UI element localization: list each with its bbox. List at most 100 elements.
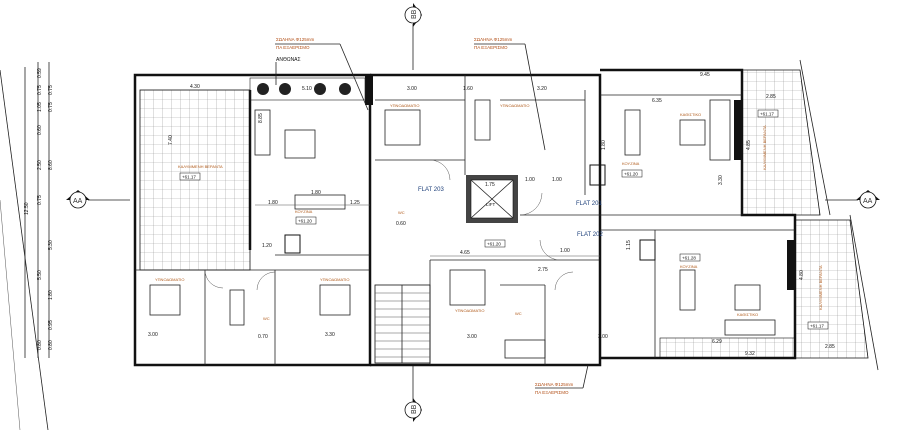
dim: 3.00 bbox=[467, 334, 477, 340]
dim: 0.70 bbox=[258, 334, 268, 340]
flat-202-label: FLAT 202 bbox=[577, 232, 603, 238]
note-text: ΣΩΛΗΝΑ Φ125mm bbox=[276, 37, 315, 42]
dim: 1.20 bbox=[262, 243, 272, 249]
dim: 1.80 bbox=[48, 290, 54, 300]
section-label: AA bbox=[863, 198, 873, 205]
dim: 6.29 bbox=[712, 339, 722, 345]
room-label-bedroom: ΥΠΝΟΔΩΜΑΤΙΟ bbox=[320, 277, 350, 282]
covered-veranda-right-bottom bbox=[794, 219, 869, 359]
level-tag: +61.20 bbox=[624, 172, 638, 177]
dim: 4.65 bbox=[460, 250, 470, 256]
section-marker-bb-top[interactable]: BB bbox=[404, 3, 422, 70]
dim: 0.75 bbox=[48, 85, 54, 95]
dim: 2.85 bbox=[766, 94, 776, 100]
dim: 3.00 bbox=[148, 332, 158, 338]
dim: 0.75 bbox=[37, 85, 43, 95]
dim: 0.80 bbox=[48, 340, 54, 350]
dim: 8.60 bbox=[48, 160, 54, 170]
flat-201-label: FLAT 201 bbox=[576, 201, 602, 207]
dim: 9.32 bbox=[745, 351, 755, 357]
dim: 0.60 bbox=[396, 221, 406, 227]
dim: 5.10 bbox=[302, 86, 312, 92]
garden-planter bbox=[249, 77, 366, 101]
room-label-wc: WC bbox=[515, 311, 522, 316]
room-label-wc: WC bbox=[398, 210, 405, 215]
dim: 1.15 bbox=[626, 240, 632, 250]
section-label: AA bbox=[73, 198, 83, 205]
level-tag: +61.28 bbox=[682, 256, 696, 261]
dim: 3.00 bbox=[407, 86, 417, 92]
dim: 1.75 bbox=[485, 182, 495, 188]
dim: 0.60 bbox=[37, 125, 43, 135]
dim: 1.00 bbox=[560, 248, 570, 254]
room-label-bedroom: ΥΠΝΟΔΩΜΑΤΙΟ bbox=[500, 103, 530, 108]
walls bbox=[133, 68, 797, 367]
level-tag: +61.17 bbox=[760, 112, 774, 117]
dim: 1.80 bbox=[268, 200, 278, 206]
left-dimension-chains: 12.50 0.80 5.50 0.75 2.50 0.60 1.05 0.75… bbox=[0, 62, 54, 430]
room-label-kitchen: ΚΟΥΖΙΝΑ bbox=[680, 264, 698, 269]
interior-dimensions: 4.30 5.10 3.00 1.60 3.20 9.45 2.85 6.35 … bbox=[148, 72, 835, 357]
note-text: ΠΑ ΕΞΑΕΡΙΣΜΟ bbox=[535, 390, 569, 395]
room-label-living: ΚΑΘΙΣΤΙΚΟ bbox=[680, 112, 701, 117]
dim: 1.00 bbox=[552, 177, 562, 183]
section-marker-bb-bottom[interactable]: BB bbox=[404, 365, 422, 422]
dim: 4.30 bbox=[190, 84, 200, 90]
ventilation-pipe-note-2: ΣΩΛΗΝΑ Φ125mm ΠΑ ΕΞΑΕΡΙΣΜΟ bbox=[474, 37, 546, 151]
note-text: ΠΑ ΕΞΑΕΡΙΣΜΟ bbox=[276, 45, 310, 50]
staircase bbox=[374, 284, 431, 364]
dim: 1.00 bbox=[525, 177, 535, 183]
ventilation-pipe-note-3: ΣΩΛΗΝΑ Φ125mm ΠΑ ΕΞΑΕΡΙΣΜΟ bbox=[535, 364, 589, 395]
section-marker-aa-right[interactable]: AA bbox=[825, 190, 880, 209]
dim: 1.80 bbox=[311, 190, 321, 196]
dim: 5.50 bbox=[37, 270, 43, 280]
garden-label: ΑΝΘΩΝΑΣ bbox=[276, 57, 301, 63]
dim: 0.59 bbox=[37, 68, 43, 78]
dim: 5.30 bbox=[48, 240, 54, 250]
ventilation-pipe-note-1: ΣΩΛΗΝΑ Φ125mm ΠΑ ΕΞΑΕΡΙΣΜΟ bbox=[275, 37, 369, 111]
dim: 1.60 bbox=[463, 86, 473, 92]
level-tag: +61.17 bbox=[810, 324, 824, 329]
dim: 1.25 bbox=[350, 200, 360, 206]
note-text: ΣΩΛΗΝΑ Φ125mm bbox=[535, 382, 574, 387]
level-tag: +61.20 bbox=[298, 219, 312, 224]
room-label-veranda: ΚΑΛΥΜΜΕΝΗ ΒΕΡΑΝΤΑ bbox=[818, 265, 823, 310]
covered-veranda-right-top bbox=[741, 69, 821, 216]
room-label-bedroom: ΥΠΝΟΔΩΜΑΤΙΟ bbox=[155, 277, 185, 282]
dim: 0.75 bbox=[37, 195, 43, 205]
dim: 3.30 bbox=[718, 175, 724, 185]
note-text: ΣΩΛΗΝΑ Φ125mm bbox=[474, 37, 513, 42]
dim-overall: 12.50 bbox=[24, 202, 30, 215]
dim: 2.50 bbox=[37, 160, 43, 170]
dim: 2.85 bbox=[825, 344, 835, 350]
section-label: BB bbox=[411, 9, 418, 19]
dim: 7.40 bbox=[168, 135, 174, 145]
dim: 0.75 bbox=[48, 102, 54, 112]
dim: 0.80 bbox=[37, 340, 43, 350]
section-label: BB bbox=[411, 404, 418, 414]
level-tag: +61.20 bbox=[487, 242, 501, 247]
room-label-bedroom: ΥΠΝΟΔΩΜΑΤΙΟ bbox=[455, 308, 485, 313]
dim: 8.85 bbox=[258, 113, 264, 123]
flat-203-label: FLAT 203 bbox=[418, 187, 444, 193]
room-label-veranda: ΚΑΛΥΜΜΕΝΗ ΒΕΡΑΝΤΑ bbox=[762, 125, 767, 170]
room-label-living: ΚΑΘΙΣΤΙΚΟ bbox=[737, 312, 758, 317]
room-label-wc: WC bbox=[263, 316, 270, 321]
room-label-bedroom: ΥΠΝΟΔΩΜΑΤΙΟ bbox=[390, 103, 420, 108]
dim: 6.35 bbox=[652, 98, 662, 104]
dim: 1.05 bbox=[37, 102, 43, 112]
dim: 0.95 bbox=[48, 320, 54, 330]
dim: 4.85 bbox=[746, 140, 752, 150]
level-tags: +61.17 +61.20 +61.20 +61.20 +61.17 +61.2… bbox=[179, 109, 829, 330]
dim: 2.75 bbox=[538, 267, 548, 273]
room-label-kitchen: ΚΟΥΖΙΝΑ bbox=[295, 209, 313, 214]
dim: 1.80 bbox=[601, 140, 607, 150]
dim: 3.20 bbox=[537, 86, 547, 92]
note-text: ΠΑ ΕΞΑΕΡΙΣΜΟ bbox=[474, 45, 508, 50]
dim: 3.00 bbox=[598, 334, 608, 340]
section-marker-aa-left[interactable]: AA bbox=[66, 190, 130, 209]
dim: 9.45 bbox=[700, 72, 710, 78]
room-label-kitchen: ΚΟΥΖΙΝΑ bbox=[622, 161, 640, 166]
lift-label: LIFT bbox=[486, 202, 496, 207]
